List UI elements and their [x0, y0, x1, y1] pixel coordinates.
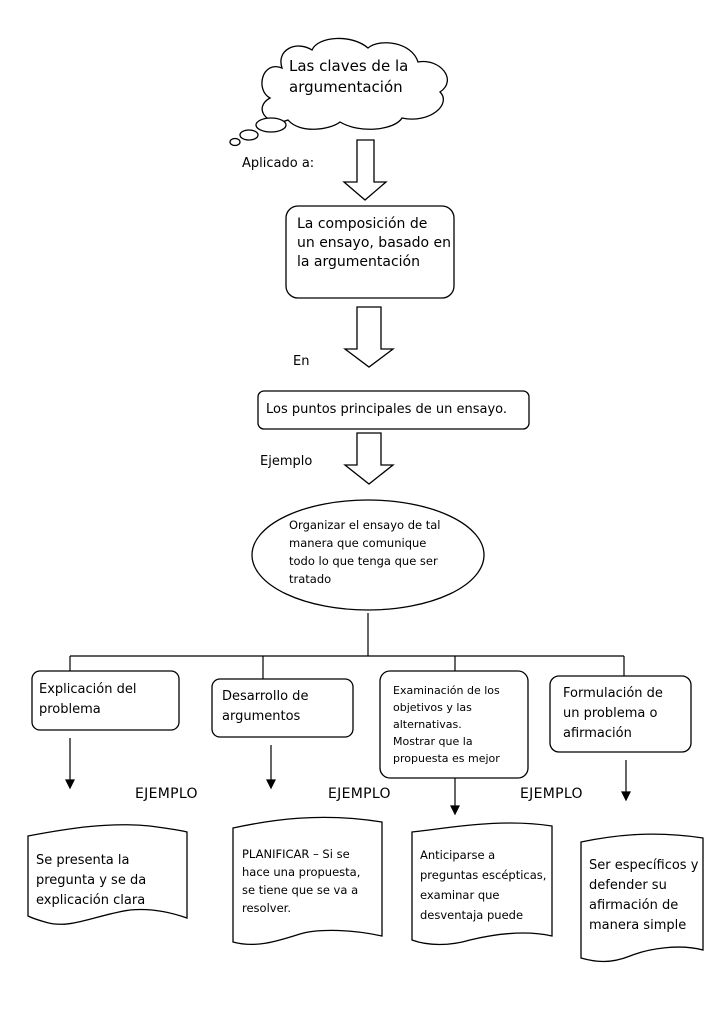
cloud-title: Las claves de la argumentación: [289, 57, 409, 96]
composition-box: [285, 205, 455, 299]
branch-box-3: [379, 670, 529, 779]
composition-text: La composición de un ensayo, basado en l…: [297, 216, 452, 270]
applied-label: Aplicado a:: [242, 156, 315, 171]
small-arrow-2: [266, 779, 276, 790]
branch-title-3: Examinación de los objetivos y las alter…: [393, 684, 500, 765]
down-arrow-2: [343, 306, 395, 368]
cloud-puff-medium: [239, 129, 259, 141]
ejemplo-label-2: EJEMPLO: [328, 786, 391, 802]
example-text-4: Ser específicos y defender su afirmación…: [589, 858, 699, 933]
example-doc-1: [27, 824, 188, 925]
branch-title-2: Desarrollo de argumentos: [222, 689, 309, 724]
small-arrow-1: [65, 779, 75, 790]
organize-text: Organizar el ensayo de tal manera que co…: [289, 518, 441, 586]
cloud-puff-small: [229, 137, 241, 147]
example-doc-4: [580, 833, 704, 963]
example-label: Ejemplo: [260, 454, 313, 469]
small-arrow-3: [450, 805, 460, 816]
branch-box-1: [31, 670, 180, 731]
example-doc-2: [232, 816, 383, 946]
branch-title-1: Explicación del problema: [39, 682, 137, 717]
example-text-3: Anticiparse a preguntas escépticas, exam…: [420, 848, 547, 922]
ejemplo-label-1: EJEMPLO: [135, 786, 198, 802]
small-arrow-4: [621, 791, 631, 802]
example-doc-3: [411, 822, 553, 946]
main-points-text: Los puntos principales de un ensayo.: [266, 402, 508, 417]
ejemplo-label-3: EJEMPLO: [520, 786, 583, 802]
in-label: En: [293, 354, 310, 369]
down-arrow-3: [343, 432, 395, 485]
branch-box-2: [211, 678, 354, 738]
organize-ellipse: [251, 499, 485, 611]
branch-box-4: [549, 675, 692, 753]
main-points-box: [257, 390, 530, 430]
example-text-2: PLANIFICAR – Si se hace una propuesta, s…: [242, 847, 361, 915]
branch-title-4: Formulación de un problema o afirmación: [563, 686, 663, 741]
title-cloud: [229, 37, 448, 147]
down-arrow-1: [342, 139, 388, 201]
cloud-puff-large: [255, 117, 287, 133]
example-text-1: Se presenta la pregunta y se da explicac…: [36, 853, 147, 908]
